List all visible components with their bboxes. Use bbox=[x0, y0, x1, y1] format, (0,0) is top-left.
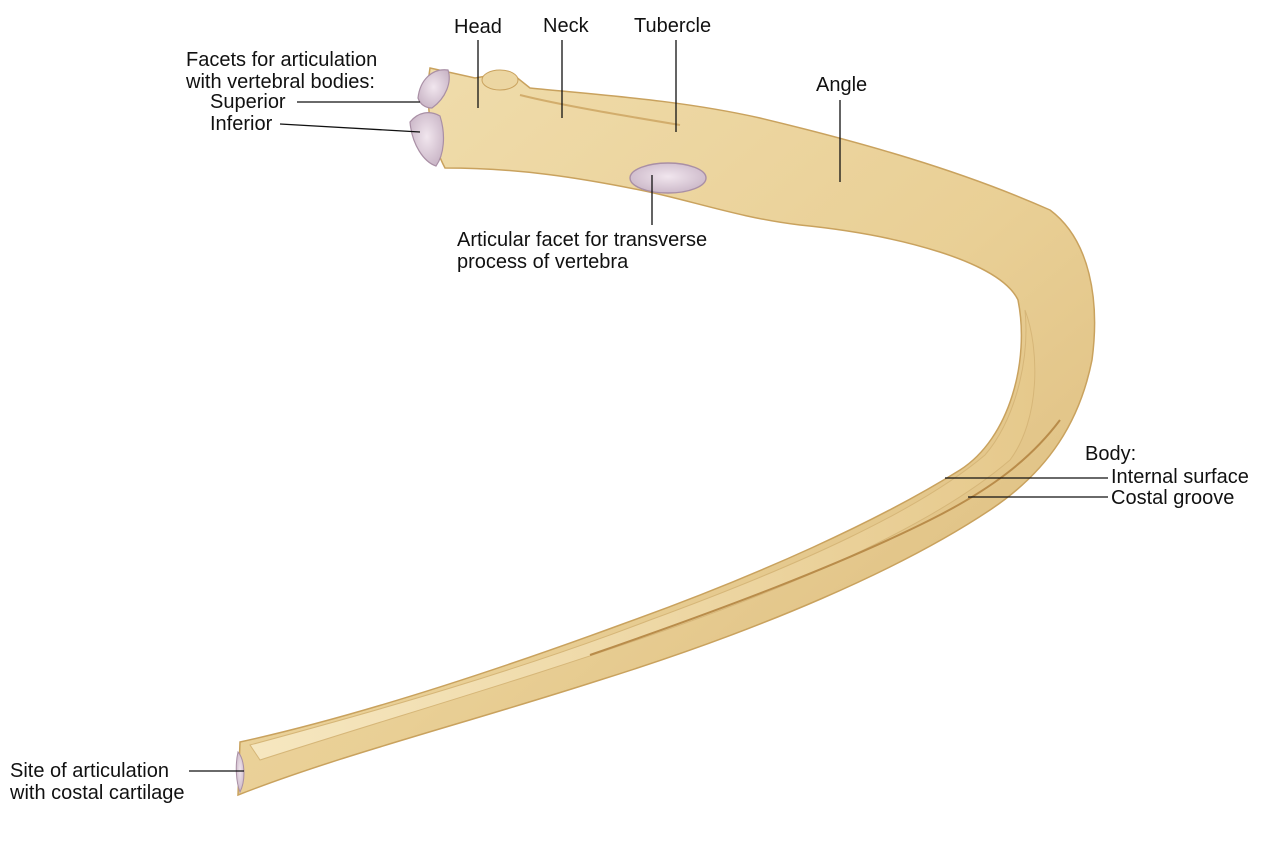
articular-facet-line2: process of vertebra bbox=[457, 251, 629, 273]
rib-neck-shading bbox=[519, 94, 681, 126]
facets-label: Facets for articulation with vertebral b… bbox=[186, 49, 377, 93]
inferior-facet bbox=[409, 112, 445, 167]
costal-groove-label: Costal groove bbox=[1111, 487, 1235, 509]
facets-label-line2: with vertebral bodies: bbox=[186, 71, 375, 93]
head-label: Head bbox=[454, 16, 502, 38]
site-articulation-label: Site of articulation with costal cartila… bbox=[10, 760, 185, 804]
internal-surface-label: Internal surface bbox=[1111, 466, 1249, 488]
tubercle-bump bbox=[481, 69, 519, 91]
superior-label: Superior bbox=[210, 91, 286, 113]
facets-label-line1: Facets for articulation bbox=[186, 49, 378, 71]
site-articulation-line1: Site of articulation bbox=[10, 760, 169, 782]
costal-groove-line bbox=[589, 419, 1061, 656]
articular-facet-label: Articular facet for transverse process o… bbox=[457, 229, 707, 273]
rib-internal-surface bbox=[249, 309, 1036, 761]
tubercle-label: Tubercle bbox=[634, 15, 712, 37]
body-label: Body: bbox=[1085, 443, 1137, 465]
neck-label: Neck bbox=[543, 15, 589, 37]
superior-facet bbox=[417, 69, 450, 109]
angle-label: Angle bbox=[816, 74, 868, 96]
transverse-facet bbox=[629, 162, 707, 194]
leader-inferior bbox=[279, 123, 421, 133]
costal-cartilage-site bbox=[235, 750, 245, 794]
rib-bone bbox=[237, 67, 1096, 797]
site-articulation-line2: with costal cartilage bbox=[10, 782, 185, 804]
articular-facet-line1: Articular facet for transverse bbox=[457, 229, 708, 251]
inferior-label: Inferior bbox=[210, 113, 273, 135]
